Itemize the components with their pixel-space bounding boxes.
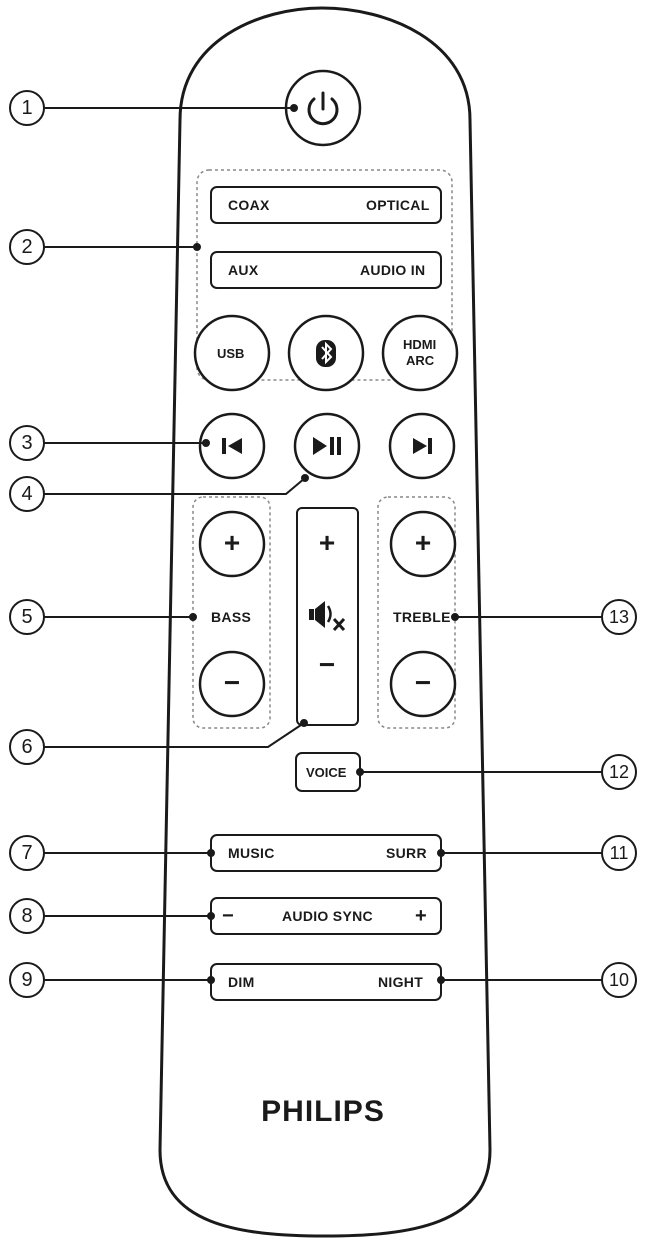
bass-label: BASS xyxy=(211,609,252,625)
optical-label[interactable]: OPTICAL xyxy=(366,197,430,213)
volume-bar-shape[interactable] xyxy=(296,507,359,726)
treble-plus-shape[interactable] xyxy=(389,510,457,578)
audio-sync-label: AUDIO SYNC xyxy=(282,908,373,924)
bass-minus-label[interactable]: − xyxy=(223,667,241,698)
callout-5: 5 xyxy=(21,606,33,628)
audio-in-label[interactable]: AUDIO IN xyxy=(360,262,426,278)
skip-next-icon xyxy=(413,438,432,454)
callout-3: 3 xyxy=(21,432,33,454)
night-label[interactable]: NIGHT xyxy=(378,974,424,990)
callout-7: 7 xyxy=(21,842,33,864)
skip-previous-icon xyxy=(222,438,242,454)
usb-label[interactable]: USB xyxy=(217,346,245,361)
hdmi-label[interactable]: HDMI xyxy=(403,337,437,352)
bluetooth-icon xyxy=(316,340,336,367)
aux-audioin-bar[interactable] xyxy=(210,251,442,289)
bass-minus-shape[interactable] xyxy=(198,650,266,718)
volume-minus-label[interactable]: − xyxy=(318,649,336,680)
callout-circles xyxy=(9,90,637,998)
audio-sync-minus-label[interactable]: − xyxy=(222,905,234,927)
treble-plus-label[interactable]: + xyxy=(414,527,432,558)
usb-button-shape[interactable] xyxy=(193,314,271,392)
callout-4: 4 xyxy=(21,483,33,505)
brand-logo-text: PHILIPS xyxy=(261,1095,385,1128)
arc-label[interactable]: ARC xyxy=(406,353,435,368)
coax-optical-bar[interactable] xyxy=(210,186,442,224)
play-pause-icon xyxy=(313,437,341,455)
callout-11: 11 xyxy=(609,843,629,863)
callout-1: 1 xyxy=(21,97,33,119)
volume-plus-label[interactable]: + xyxy=(318,527,336,558)
aux-label[interactable]: AUX xyxy=(228,262,259,278)
treble-minus-shape[interactable] xyxy=(389,650,457,718)
surr-label[interactable]: SURR xyxy=(386,845,427,861)
hdmi-arc-button-shape[interactable] xyxy=(381,314,459,392)
callout-10: 10 xyxy=(608,970,630,990)
bass-plus-shape[interactable] xyxy=(198,510,266,578)
callout-9: 9 xyxy=(21,969,33,991)
callout-6: 6 xyxy=(21,736,33,758)
treble-minus-label[interactable]: − xyxy=(414,667,432,698)
bass-plus-label[interactable]: + xyxy=(223,527,241,558)
source-group-frame xyxy=(196,169,453,381)
audio-sync-plus-label[interactable]: + xyxy=(415,905,427,927)
dim-label[interactable]: DIM xyxy=(228,974,255,990)
treble-label: TREBLE xyxy=(393,609,451,625)
coax-label[interactable]: COAX xyxy=(228,197,270,213)
callout-8: 8 xyxy=(21,905,33,927)
callout-13: 13 xyxy=(608,607,630,627)
mute-icon xyxy=(309,601,346,632)
callout-12: 12 xyxy=(608,762,630,782)
music-label[interactable]: MUSIC xyxy=(228,845,275,861)
power-icon xyxy=(307,91,339,126)
callout-2: 2 xyxy=(21,236,33,258)
voice-label[interactable]: VOICE xyxy=(306,765,347,780)
leader-lines xyxy=(44,104,602,984)
